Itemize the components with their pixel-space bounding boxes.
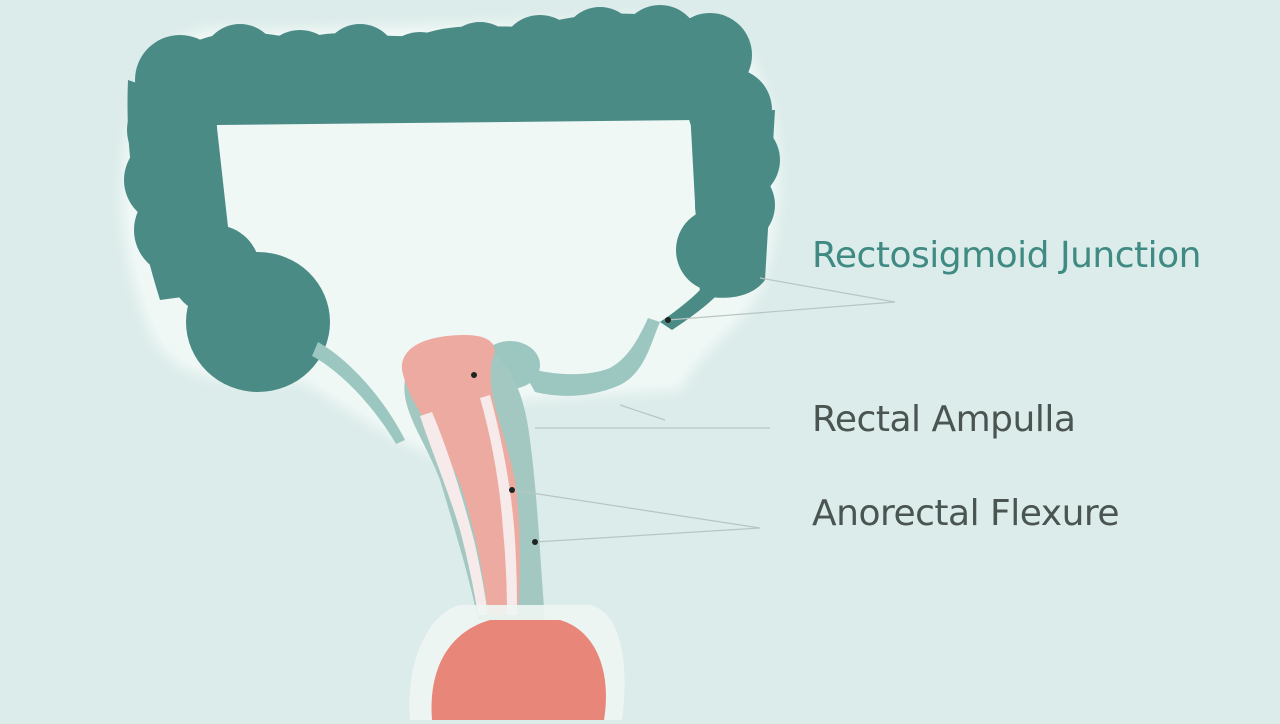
colon xyxy=(124,5,780,392)
label-rectosigmoid-junction: Rectosigmoid Junction xyxy=(812,235,1201,276)
leader-lines xyxy=(511,277,896,543)
marker-ampulla xyxy=(471,372,477,378)
label-anorectal-flexure: Anorectal Flexure xyxy=(812,493,1120,534)
marker-dots xyxy=(471,317,671,545)
marker-rectosigmoid xyxy=(665,317,671,323)
rectal-lining-left xyxy=(420,412,488,615)
label-rectal-ampulla: Rectal Ampulla xyxy=(812,399,1076,440)
appendix xyxy=(312,342,405,444)
anus xyxy=(431,620,606,720)
marker-flexure-upper xyxy=(509,487,515,493)
sigmoid-colon xyxy=(520,318,660,396)
rectal-lining-right xyxy=(480,395,517,615)
marker-flexure-lower xyxy=(532,539,538,545)
